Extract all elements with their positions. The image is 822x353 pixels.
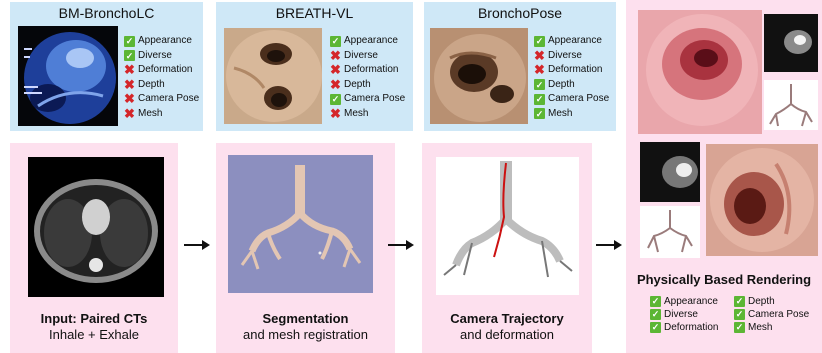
feature-item: ✖Mesh [124, 107, 199, 122]
check-icon: ✓ [534, 108, 545, 119]
feature-item: ✓Mesh [734, 321, 809, 334]
arrow-right-icon [596, 240, 622, 250]
step-caption: Camera Trajectory and deformation [422, 311, 592, 343]
check-icon: ✓ [124, 36, 135, 47]
step-caption: Input: Paired CTs Inhale + Exhale [10, 311, 178, 343]
feature-item: ✓Diverse [650, 308, 718, 321]
check-icon: ✓ [734, 322, 745, 333]
dataset-panel-breath-vl: BREATH-VL ✓Appearance ✖Diverse ✖Deformat… [216, 2, 413, 131]
feature-item: ✓Depth [734, 295, 809, 308]
feature-item: ✓Diverse [124, 49, 199, 64]
depth-map-image [764, 14, 818, 72]
feature-item: ✓Camera Pose [734, 308, 809, 321]
check-icon: ✓ [534, 79, 545, 90]
step-title: Camera Trajectory [450, 311, 563, 326]
step-subtitle: Inhale + Exhale [49, 327, 139, 342]
check-icon: ✓ [650, 296, 661, 307]
feature-item: ✓Deformation [650, 321, 718, 334]
step-subtitle: and deformation [460, 327, 554, 342]
cross-icon: ✖ [124, 94, 135, 105]
feature-item: ✓Appearance [534, 34, 609, 49]
cross-icon: ✖ [124, 108, 135, 119]
depth-map-image [640, 142, 700, 202]
cross-icon: ✖ [330, 65, 341, 76]
check-icon: ✓ [650, 322, 661, 333]
dataset-title: BM-BronchoLC [10, 5, 203, 21]
arrow-right-icon [184, 240, 210, 250]
feature-item: ✓Camera Pose [330, 92, 405, 107]
airway-mesh-thumbnail [764, 80, 818, 130]
feature-list: ✓Appearance ✖Diverse ✖Deformation ✓Depth… [534, 34, 609, 121]
cross-icon: ✖ [534, 65, 545, 76]
step-title: Input: Paired CTs [41, 311, 148, 326]
feature-item: ✖Diverse [534, 49, 609, 64]
feature-item: ✖Deformation [330, 63, 405, 78]
pipeline-step-segmentation: Segmentation and mesh registration [216, 143, 395, 353]
check-icon: ✓ [650, 309, 661, 320]
feature-item: ✓Depth [534, 78, 609, 93]
feature-item: ✓Appearance [124, 34, 199, 49]
airway-image [224, 28, 322, 124]
result-feature-list-left: ✓Appearance ✓Diverse ✓Deformation [650, 295, 718, 334]
airway-mesh-thumbnail [640, 206, 700, 258]
step-subtitle: and mesh registration [243, 327, 368, 342]
dataset-title: BREATH-VL [216, 5, 413, 21]
arrow-right-icon [388, 240, 414, 250]
result-panel: Physically Based Rendering ✓Appearance ✓… [626, 0, 822, 353]
pipeline-step-input: Input: Paired CTs Inhale + Exhale [10, 143, 178, 353]
ct-scan-image [28, 157, 164, 297]
dataset-panel-bm-broncholc: BM-BronchoLC ✓Appearance ✓Diverse ✖Defor… [10, 2, 203, 131]
feature-item: ✓Mesh [534, 107, 609, 122]
cross-icon: ✖ [124, 79, 135, 90]
feature-item: ✖Deformation [124, 63, 199, 78]
feature-item: ✖Deformation [534, 63, 609, 78]
rendered-airway-image [706, 144, 818, 256]
check-icon: ✓ [330, 94, 341, 105]
check-icon: ✓ [124, 50, 135, 61]
feature-list: ✓Appearance ✖Diverse ✖Deformation ✖Depth… [330, 34, 405, 121]
airway-mesh-image [228, 155, 373, 293]
feature-item: ✓Appearance [650, 295, 718, 308]
cross-icon: ✖ [330, 50, 341, 61]
step-title: Segmentation [263, 311, 349, 326]
cross-icon: ✖ [124, 65, 135, 76]
airway-render-image [430, 28, 528, 124]
dataset-title: BronchoPose [424, 5, 616, 21]
feature-item: ✖Depth [124, 78, 199, 93]
cross-icon: ✖ [330, 108, 341, 119]
check-icon: ✓ [330, 36, 341, 47]
check-icon: ✓ [734, 296, 745, 307]
step-caption: Segmentation and mesh registration [216, 311, 395, 343]
dataset-panel-bronchopose: BronchoPose ✓Appearance ✖Diverse ✖Deform… [424, 2, 616, 131]
feature-item: ✖Diverse [330, 49, 405, 64]
check-icon: ✓ [734, 309, 745, 320]
camera-trajectory-image [436, 157, 579, 295]
feature-item: ✖Mesh [330, 107, 405, 122]
bronchoscopy-image [18, 26, 118, 126]
result-title: Physically Based Rendering [626, 272, 822, 287]
feature-item: ✖Camera Pose [124, 92, 199, 107]
rendered-airway-image [638, 10, 762, 134]
feature-item: ✖Depth [330, 78, 405, 93]
check-icon: ✓ [534, 94, 545, 105]
feature-item: ✓Camera Pose [534, 92, 609, 107]
feature-item: ✓Appearance [330, 34, 405, 49]
pipeline-step-trajectory: Camera Trajectory and deformation [422, 143, 592, 353]
feature-list: ✓Appearance ✓Diverse ✖Deformation ✖Depth… [124, 34, 199, 121]
cross-icon: ✖ [534, 50, 545, 61]
cross-icon: ✖ [330, 79, 341, 90]
check-icon: ✓ [534, 36, 545, 47]
result-feature-list-right: ✓Depth ✓Camera Pose ✓Mesh [734, 295, 809, 334]
